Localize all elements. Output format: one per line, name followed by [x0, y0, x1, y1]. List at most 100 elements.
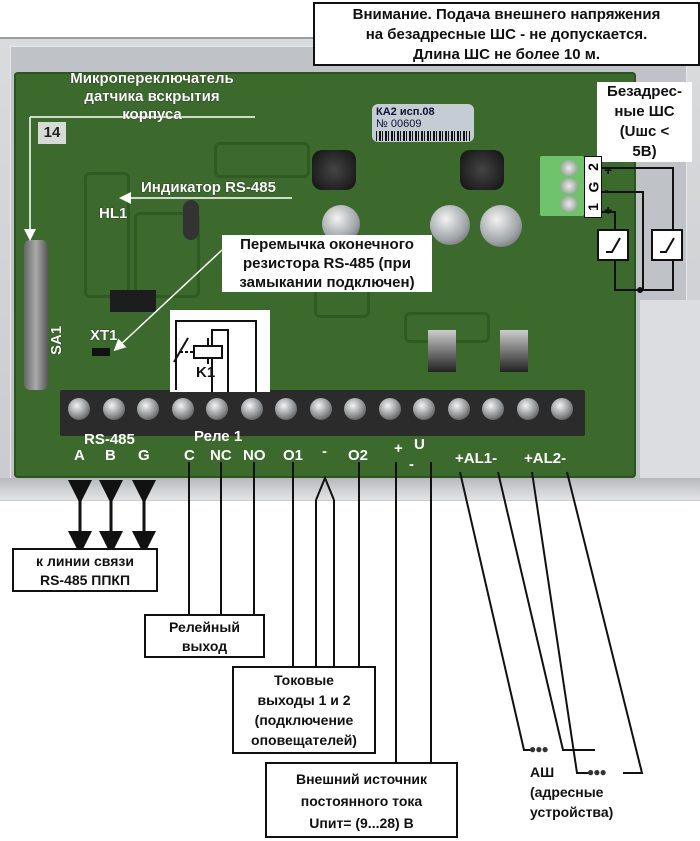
jumper-xt1[interactable] — [92, 348, 110, 356]
terminal-screw — [137, 398, 159, 420]
loop-schematic — [597, 167, 683, 291]
pcb-trace — [84, 172, 130, 298]
warning-box: Внимание. Подача внешнего напряжения на … — [313, 2, 700, 66]
box-line: Релейный — [169, 619, 240, 635]
loop-terminal-labels: 2 G 1 — [584, 156, 602, 218]
housing-bottom-lip — [0, 478, 700, 500]
box-line: устройства) — [530, 804, 614, 820]
capacitor — [430, 205, 470, 245]
terminal-screw — [68, 398, 90, 420]
title-line: 5В) — [632, 143, 657, 160]
power-wires — [395, 462, 432, 762]
model-text: КА2 исп.08 — [376, 106, 435, 118]
barcode — [376, 131, 470, 141]
terminal-screw — [551, 398, 573, 420]
box-line: Токовые — [274, 672, 334, 688]
terminal-label: 1 — [584, 203, 601, 211]
serial-text: № 00609 — [376, 118, 422, 130]
terminal-screw — [447, 398, 470, 420]
callout-line-text: корпуса — [122, 106, 182, 123]
non-address-loops-title: Безадрес- ные ШС (Uшс < 5В) — [597, 82, 692, 162]
relay-group-label: Реле 1 — [194, 428, 243, 445]
warning-line: Внимание. Подача внешнего напряжения — [352, 6, 661, 23]
pin-c: C — [184, 447, 195, 464]
terminal-screw — [482, 398, 504, 420]
address-devices-dots-2: ●●● — [587, 765, 607, 779]
terminal-screw — [378, 398, 401, 420]
hl1-label: HL1 — [99, 205, 128, 222]
pin-g: G — [138, 447, 150, 464]
jumper-arrow — [113, 249, 223, 352]
pcb-trace — [214, 142, 310, 178]
model-sticker: КА2 исп.08 № 00609 — [372, 104, 474, 142]
pcb-trace — [134, 212, 200, 298]
box-line: постоянного тока — [300, 793, 423, 809]
terminal-label: 2 — [584, 163, 601, 171]
terminal-screw — [344, 398, 366, 420]
terminator-jumper-callout: Перемычка оконечного резистора RS-485 (п… — [222, 235, 432, 292]
sa1-label: SA1 — [48, 325, 65, 355]
inductor — [460, 150, 504, 190]
pin-o2: O2 — [348, 447, 369, 464]
warning-line: Длина ШС не более 10 м. — [412, 46, 600, 63]
terminal-screw — [171, 398, 194, 420]
relay-k1-icon — [173, 320, 257, 392]
pin-al1: +AL1- — [455, 450, 498, 467]
terminal-screw — [275, 398, 297, 420]
power-source-box: Внешний источник постоянного тока Uпит= … — [265, 762, 458, 838]
loop-polarity: + - + — [604, 160, 612, 220]
tamper-switch-callout: Микропереключатель датчика вскрытия корп… — [52, 70, 252, 124]
terminal-screw — [309, 398, 332, 420]
polarity-mark: + — [604, 162, 613, 178]
pin-power-minus: - — [409, 456, 414, 473]
terminal-screw — [560, 196, 578, 212]
loop-terminal-block — [540, 156, 584, 216]
main-terminal-block — [60, 390, 585, 436]
polarity-mark: + — [604, 202, 613, 218]
box-line: Внешний источник — [295, 771, 428, 787]
warning-line: на безадресные ШС - не допускается. — [365, 26, 648, 43]
title-line: (Uшс < — [619, 123, 670, 140]
pin-a: A — [74, 447, 85, 464]
rs485-arrows — [68, 480, 156, 555]
inductor — [312, 150, 356, 190]
terminal-screw — [560, 160, 578, 176]
box-line: выходы 1 и 2 — [257, 692, 351, 708]
pin-al2: +AL2- — [524, 450, 567, 467]
box-line: Uпит= (9...28) В — [309, 815, 414, 831]
terminal-screw — [102, 398, 125, 420]
pin-power-u: U — [414, 436, 425, 453]
pin-power-plus: + — [394, 440, 403, 457]
capacitor — [480, 205, 522, 247]
terminal-screw — [240, 398, 263, 420]
box-line: оповещателей) — [251, 732, 357, 748]
title-line: Безадрес- — [607, 83, 682, 100]
current-output-wires — [292, 462, 360, 666]
k1-label: K1 — [196, 364, 216, 381]
box-line: к линии связи — [36, 553, 134, 569]
terminal-screw — [206, 398, 228, 420]
regulator — [428, 330, 456, 372]
regulator — [500, 330, 528, 372]
xt1-label: XT1 — [90, 327, 118, 344]
tamper-switch-lever — [24, 240, 48, 390]
terminal-screw — [413, 398, 435, 420]
address-loop-wires — [459, 471, 644, 774]
callout-line-text: Микропереключатель — [70, 70, 234, 87]
box-line: выход — [181, 638, 228, 654]
callout-line-text: Перемычка оконечного — [240, 236, 414, 253]
pin-no: NO — [243, 447, 266, 464]
terminal-screw — [560, 178, 578, 194]
callout-line-text: датчика вскрытия — [84, 88, 220, 105]
callout-line-text: замыкании подключен) — [239, 274, 415, 291]
box-line: RS-485 ППКП — [39, 572, 131, 588]
terminal-screw — [516, 398, 539, 420]
rs485-line-box: к линии связи RS-485 ППКП — [12, 548, 158, 592]
relay-symbol: K1 — [170, 310, 270, 392]
box-line: (адресные — [530, 784, 604, 800]
rs485-indicator-callout: Индикатор RS-485 — [141, 179, 276, 196]
address-loop-label: АШ (адресные устройства) — [530, 762, 613, 822]
junction-dot — [637, 287, 643, 293]
address-devices-dots-1: ●●● — [529, 742, 549, 756]
rs485-group-label: RS-485 — [84, 431, 135, 448]
